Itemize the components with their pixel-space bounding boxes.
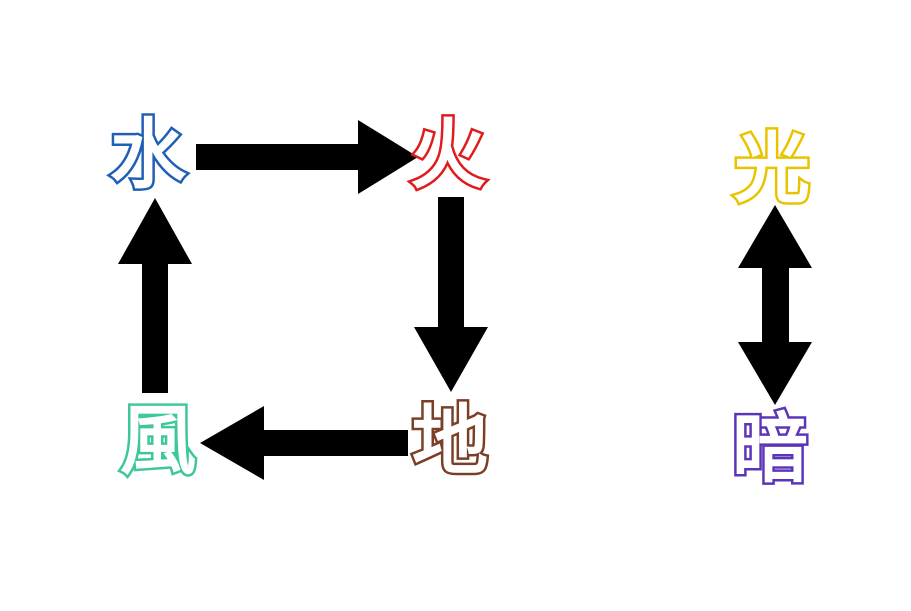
element-dark: 暗 (730, 402, 811, 496)
element-light: 光 (732, 122, 813, 216)
arrow-fire-to-earth (414, 197, 488, 392)
arrow-wind-to-water (118, 198, 192, 393)
element-wind: 風 (118, 394, 199, 488)
element-earth: 地 (410, 394, 491, 488)
arrow-earth-to-wind (200, 406, 408, 480)
arrow-light-dark-bidirectional (738, 205, 812, 405)
element-fire: 火 (408, 108, 489, 202)
arrow-water-to-fire (196, 120, 418, 194)
element-water: 水 (108, 108, 189, 202)
